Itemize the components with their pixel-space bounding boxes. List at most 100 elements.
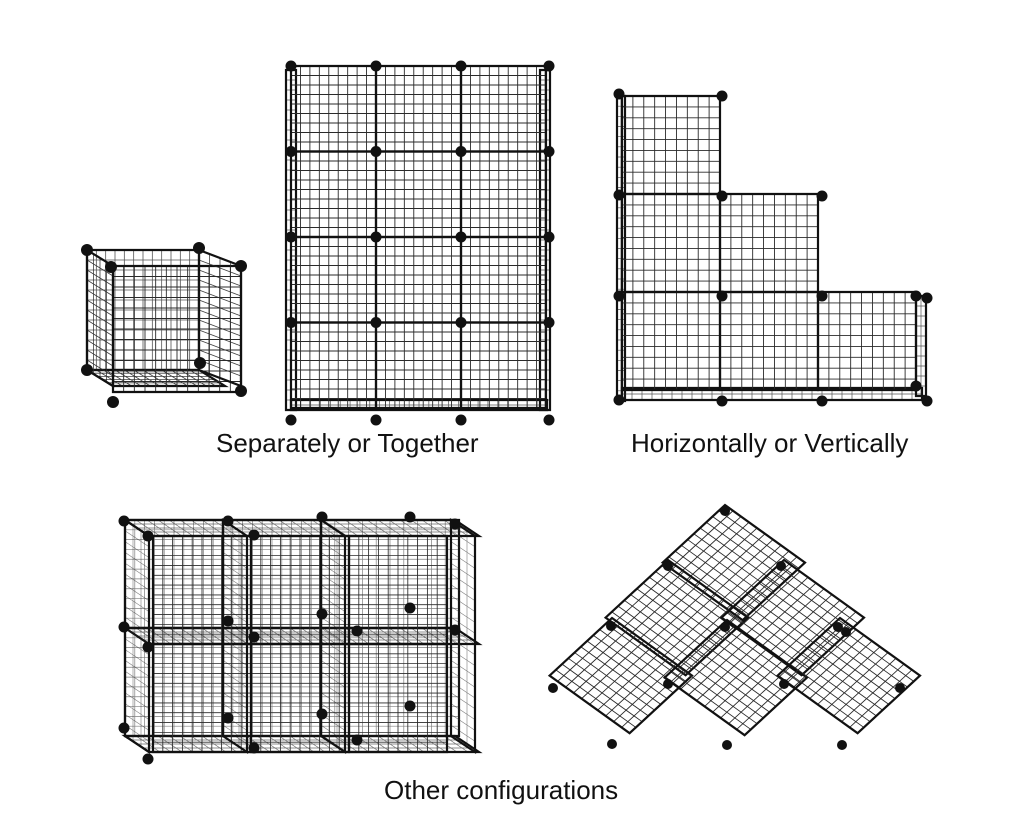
grid-panel (719, 291, 819, 391)
grid-panel (124, 735, 480, 753)
connector-ball (613, 290, 625, 302)
panel-frame (719, 558, 866, 677)
grid-panel (375, 322, 462, 409)
grid-panel (621, 291, 721, 391)
panel-frame (660, 503, 807, 622)
grid-panel (375, 65, 462, 152)
connector-ball (607, 739, 617, 749)
connector-ball (841, 627, 851, 637)
connector-ball (105, 261, 117, 273)
panel-frame (603, 558, 750, 677)
connector-ball (222, 712, 234, 724)
connector-ball (142, 641, 154, 653)
connector-ball (455, 231, 467, 243)
staircase-grid (613, 88, 933, 407)
connector-ball (895, 683, 905, 693)
connector-ball (543, 317, 555, 328)
panel-frame (775, 616, 922, 735)
grid-panel (460, 322, 547, 409)
connector-ball (370, 146, 382, 157)
panel-frame (718, 290, 820, 392)
connector-ball (316, 511, 328, 523)
panel-frame (620, 94, 722, 196)
connector-ball (543, 60, 555, 72)
connector-ball (285, 414, 297, 426)
panel-frame (620, 290, 722, 392)
panel-frame (459, 150, 548, 239)
connector-ball (370, 60, 382, 72)
connector-ball (449, 518, 461, 530)
panel-frame (662, 618, 809, 737)
grid-panel (375, 236, 462, 323)
grid-panel (719, 193, 819, 293)
grid-panel (290, 236, 377, 323)
grid-panel (621, 95, 721, 195)
connector-ball (118, 722, 130, 734)
connector-ball (921, 395, 933, 407)
connector-ball (776, 561, 786, 571)
connector-ball (455, 60, 467, 72)
connector-ball (81, 364, 93, 376)
connector-ball (316, 708, 328, 720)
connector-ball (455, 317, 467, 328)
panel-frame (459, 321, 548, 410)
connector-ball (816, 395, 828, 407)
connector-ball (613, 394, 625, 406)
connector-ball (833, 622, 843, 632)
single-cube (81, 242, 247, 408)
panel-frame (123, 517, 151, 755)
grid-panel (549, 617, 693, 734)
connector-ball (285, 60, 297, 72)
grid-panel (124, 627, 480, 645)
caption-horizontal-vertical: Horizontally or Vertically (631, 428, 909, 458)
connector-ball (404, 700, 416, 712)
connector-ball (193, 242, 205, 254)
connector-ball (351, 625, 363, 637)
panel-frame (374, 64, 463, 153)
connector-ball (142, 753, 154, 765)
connector-ball (285, 317, 297, 328)
connector-ball (910, 380, 922, 392)
panel-frame (459, 235, 548, 324)
connector-ball (118, 621, 130, 633)
connector-ball (370, 414, 382, 426)
panel-frame (374, 321, 463, 410)
connector-ball (118, 515, 130, 527)
connector-ball (663, 679, 673, 689)
connector-ball (370, 317, 382, 328)
connector-ball (716, 190, 728, 202)
grid-panel (621, 193, 721, 293)
connector-ball (663, 561, 673, 571)
v-shape-grid (547, 503, 922, 750)
connector-ball (722, 740, 732, 750)
grid-panel (460, 236, 547, 323)
connector-ball (248, 631, 260, 643)
connector-ball (816, 190, 828, 202)
grid-panel (124, 519, 480, 537)
connector-ball (543, 414, 555, 426)
connector-ball (716, 90, 728, 102)
connector-ball (455, 146, 467, 157)
grid-panel (375, 151, 462, 238)
connector-ball (543, 146, 555, 157)
panel-frame (449, 517, 477, 755)
connector-ball (248, 742, 260, 754)
connector-ball (548, 683, 558, 693)
connector-ball (779, 679, 789, 689)
connector-ball (81, 244, 93, 256)
connector-ball (716, 395, 728, 407)
grid-panel (290, 65, 377, 152)
panel-frame (289, 150, 378, 239)
connector-ball (613, 88, 625, 100)
connector-ball (404, 511, 416, 523)
panel-frame (620, 192, 722, 294)
connector-ball (455, 414, 467, 426)
grid-panel (817, 291, 917, 391)
panel-frame (319, 517, 347, 755)
connector-ball (316, 608, 328, 620)
panel-frame (547, 616, 694, 735)
connector-ball (107, 396, 119, 408)
caption-other-configurations: Other configurations (384, 775, 619, 805)
connector-ball (837, 740, 847, 750)
